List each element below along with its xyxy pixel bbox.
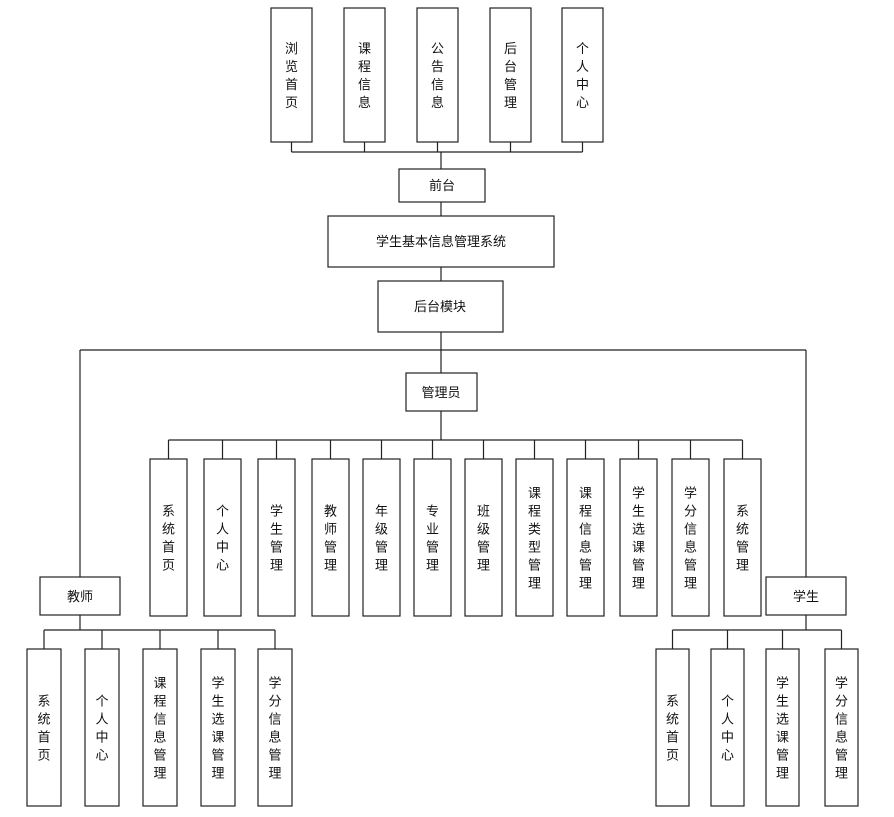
front-child-label: 公告信息: [431, 42, 444, 111]
admin-children: 系统首页 个人中心 学生管理 教师管理 年级管理 专业管理 班级管理 课程类型管理 课程信息管理…: [149, 458, 762, 617]
backend-node: 后台模块: [377, 280, 504, 333]
admin-child-8: 课程类型管理: [515, 458, 554, 617]
front-child-label: 课程信息: [358, 42, 371, 111]
teacher-child-1: 系统首页: [26, 648, 62, 807]
teacher-child-label: 学分信息管理: [268, 676, 281, 782]
front-child-3: 公告信息: [416, 7, 459, 143]
student-child-label: 个人中心: [721, 695, 734, 764]
teacher-child-label: 课程信息管理: [153, 677, 166, 782]
admin-child-1: 系统首页: [149, 458, 188, 617]
student-child-label: 学生选课管理: [776, 676, 789, 782]
front-child-1: 浏览首页: [270, 7, 313, 143]
student-child-label: 学分信息管理: [835, 676, 848, 782]
teacher-child-label: 学生选课管理: [211, 676, 224, 782]
admin-child-4: 教师管理: [311, 458, 350, 617]
front-children: 浏览首页 课程信息 公告信息 后台管理 个人中心: [270, 7, 604, 143]
admin-child-3: 学生管理: [257, 458, 296, 617]
admin-child-11: 学分信息管理: [671, 458, 710, 617]
admin-child-10: 学生选课管理: [619, 458, 658, 617]
connector-lines: [43, 142, 843, 649]
student-node-label: 学生: [793, 589, 819, 605]
student-child-1: 系统首页: [655, 648, 690, 807]
teacher-node-label: 教师: [67, 589, 93, 605]
admin-child-label: 学生管理: [270, 504, 283, 574]
admin-node-label: 管理员: [421, 386, 460, 401]
admin-child-2: 个人中心: [203, 458, 242, 617]
front-child-label: 浏览首页: [285, 41, 298, 111]
student-child-4: 学分信息管理: [824, 648, 859, 807]
system-node: 学生基本信息管理系统: [327, 215, 555, 268]
admin-child-7: 班级管理: [464, 458, 503, 617]
student-children: 系统首页 个人中心 学生选课管理 学分信息管理: [655, 648, 859, 807]
admin-child-6: 专业管理: [413, 458, 452, 617]
front-node: 前台: [398, 168, 486, 203]
system-node-label: 学生基本信息管理系统: [376, 234, 506, 250]
teacher-child-label: 个人中心: [95, 695, 108, 764]
front-child-5: 个人中心: [561, 7, 604, 143]
admin-child-label: 课程类型管理: [528, 487, 541, 592]
admin-child-label: 系统管理: [736, 505, 749, 574]
admin-child-9: 课程信息管理: [566, 458, 605, 617]
admin-child-12: 系统管理: [723, 458, 762, 617]
student-node: 学生: [765, 576, 847, 616]
admin-node: 管理员: [405, 372, 478, 412]
admin-child-label: 专业管理: [426, 505, 439, 574]
student-child-label: 系统首页: [666, 695, 679, 764]
teacher-children: 系统首页 个人中心 课程信息管理 学生选课管理 学分信息管理: [26, 648, 293, 807]
front-node-label: 前台: [429, 178, 455, 194]
teacher-child-4: 学生选课管理: [200, 648, 236, 807]
admin-child-5: 年级管理: [362, 458, 401, 617]
student-child-3: 学生选课管理: [765, 648, 800, 807]
admin-child-label: 学分信息管理: [684, 486, 697, 592]
admin-child-label: 个人中心: [216, 505, 229, 574]
backend-node-label: 后台模块: [414, 300, 466, 315]
admin-child-label: 学生选课管理: [632, 486, 645, 592]
front-child-4: 后台管理: [489, 7, 532, 143]
admin-child-label: 班级管理: [477, 505, 490, 574]
teacher-node: 教师: [39, 576, 121, 616]
front-child-label: 个人中心: [576, 42, 589, 111]
teacher-child-5: 学分信息管理: [257, 648, 293, 807]
admin-child-label: 课程信息管理: [579, 487, 592, 592]
admin-child-label: 教师管理: [324, 504, 337, 574]
teacher-child-2: 个人中心: [84, 648, 120, 807]
teacher-child-label: 系统首页: [37, 695, 50, 764]
admin-child-label: 年级管理: [375, 505, 388, 574]
student-child-2: 个人中心: [710, 648, 745, 807]
front-child-2: 课程信息: [343, 7, 386, 143]
admin-child-label: 系统首页: [162, 505, 175, 574]
front-child-label: 后台管理: [504, 42, 517, 111]
teacher-child-3: 课程信息管理: [142, 648, 178, 807]
